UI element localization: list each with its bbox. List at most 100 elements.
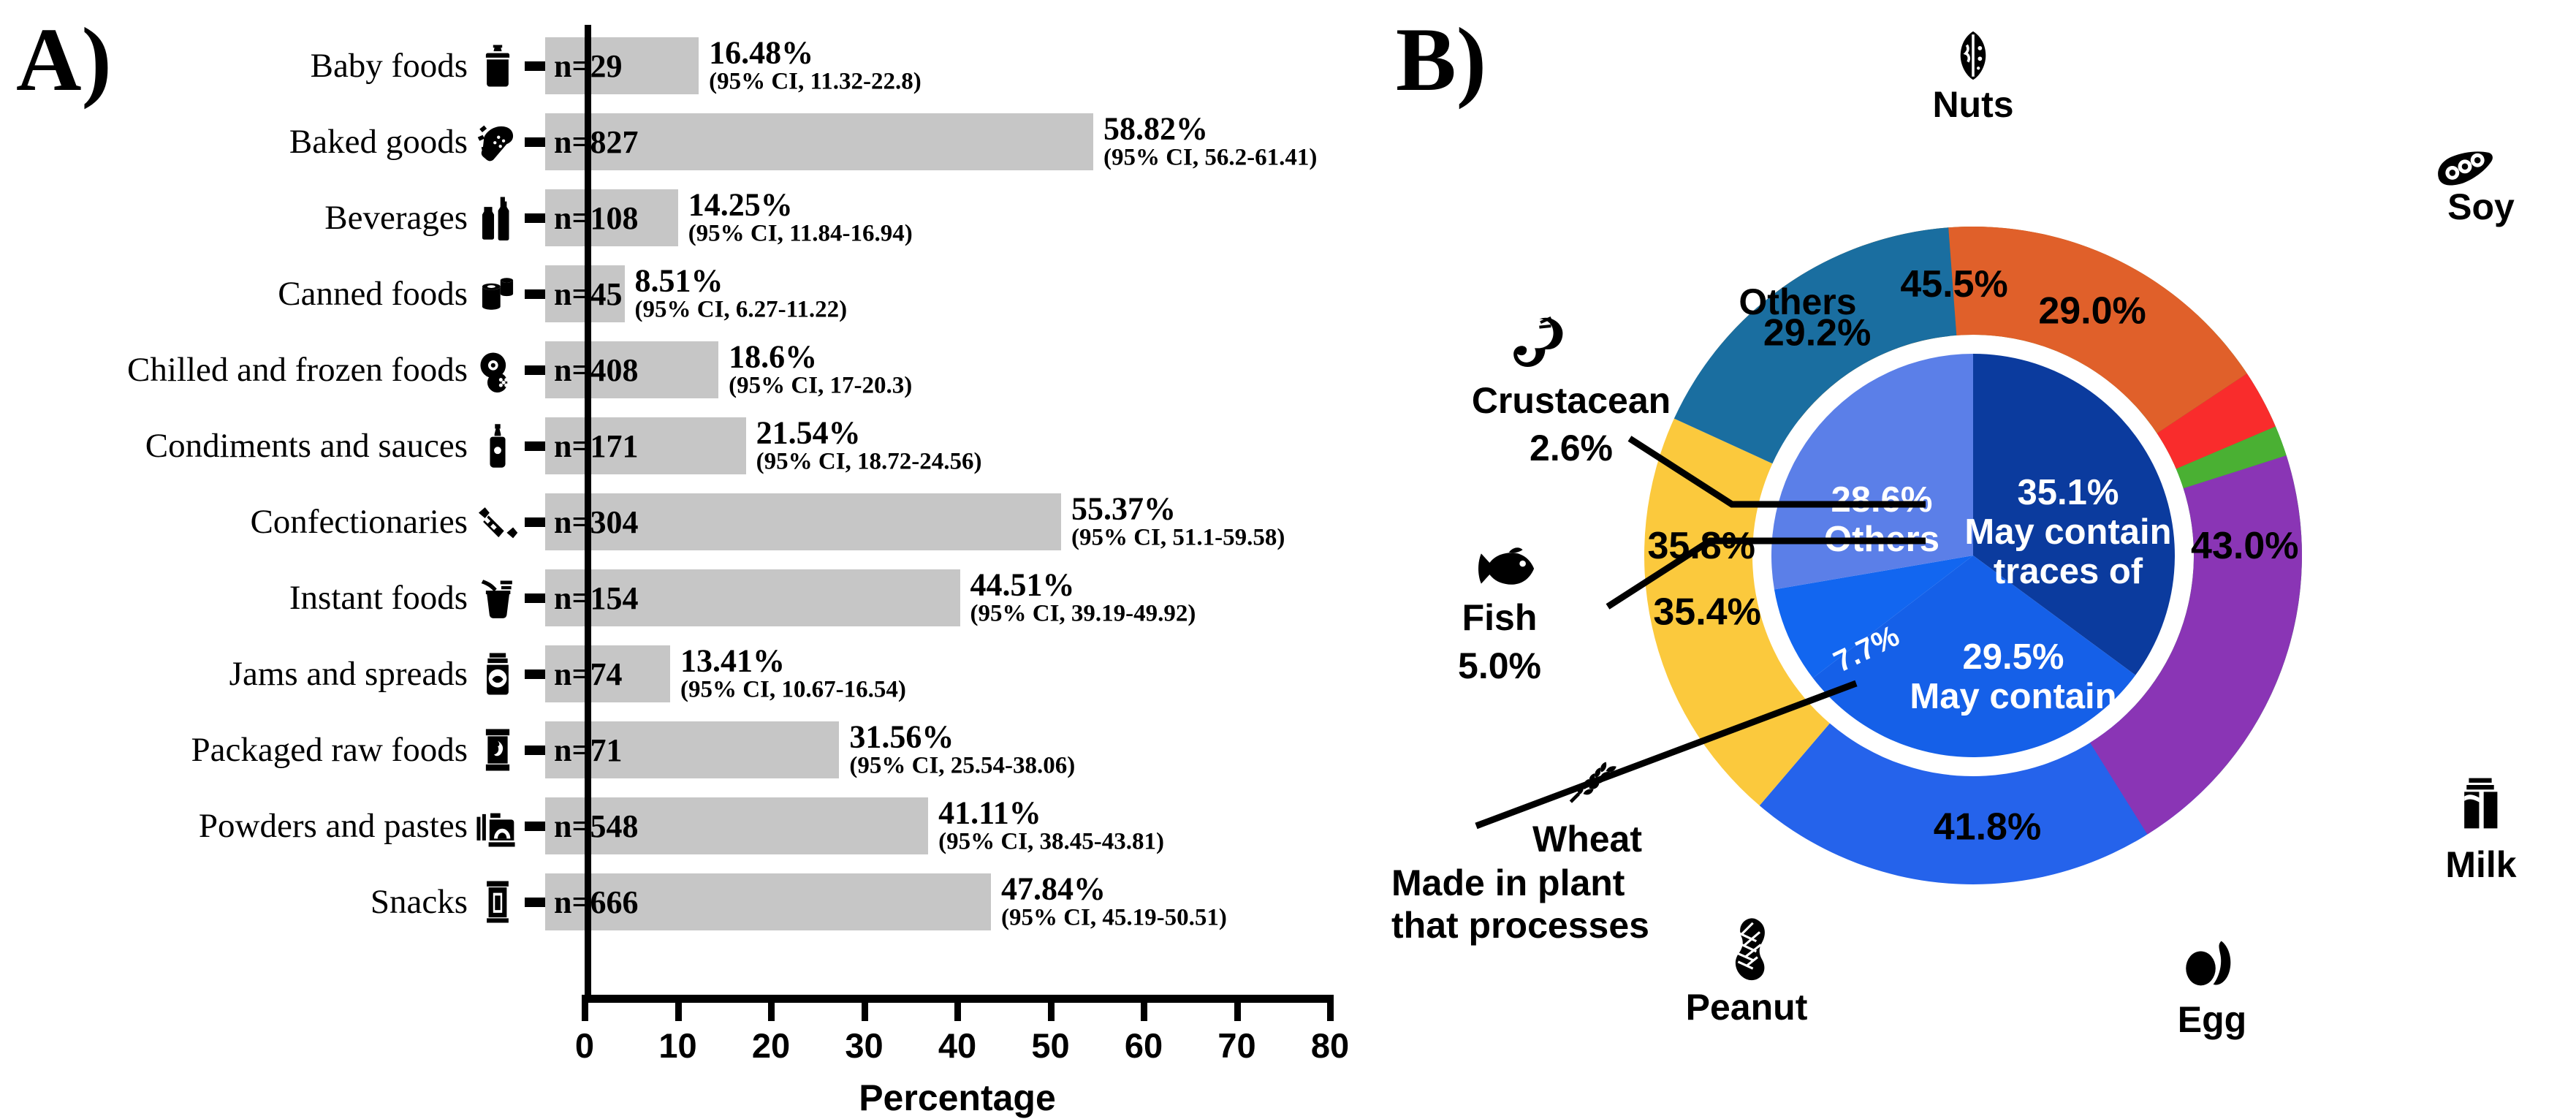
inner-slice-1[interactable] [1812,555,2136,757]
bar-value-annotation: 44.51%(95% CI, 39.19-49.92) [970,569,1196,627]
panel-a-label: A) [16,10,112,110]
bar-value-annotation: 47.84%(95% CI, 45.19-50.51) [1001,873,1227,931]
x-tick-label: 0 [574,1026,595,1065]
x-tick-label: 30 [845,1026,884,1065]
inner-pie-group [1771,354,2175,757]
y-tick-mark [525,365,545,375]
bar-value-annotation: 31.56%(95% CI, 25.54-38.06) [849,721,1075,779]
x-tick-mark [861,995,868,1021]
bar-count-label: n=45 [545,276,623,313]
ring-percent-milk: 41.8% [1934,805,2041,848]
bar-count-label: n=29 [545,48,623,85]
bread-icon [475,119,520,164]
inner-slice-0[interactable] [1973,354,2175,675]
ring-percent-wheat: 29.0% [2038,290,2146,333]
bar-category-label: Baked goods [289,123,468,161]
bar-plot-area: n=154 44.51%(95% CI, 39.19-49.92) [545,560,1388,636]
allergen-label-others: Others [1739,281,1856,322]
allergen-label-nuts: Nuts [1932,84,2013,125]
x-tick-label: 60 [1124,1026,1163,1065]
x-tick-mark [582,995,588,1021]
y-tick-mark [525,289,545,299]
bar-plot-area: n=458.51%(95% CI, 6.27-11.22) [545,256,1388,332]
bar: n=154 [545,569,960,626]
bar-category-label: Packaged raw foods [191,731,468,769]
bar-percent-label: 47.84% [1000,870,1106,907]
snack-pack-icon [475,879,520,925]
panel-b-donut-chart: B) 45.5%43.0%41.8%35.4%29.2%35.8%29.0%35… [1388,0,2576,1109]
bar-category-label: Baby foods [310,47,468,85]
bar-count-label: n=408 [554,352,639,388]
allergen-label-fish: Fish [1462,597,1538,638]
bar-value-annotation: 55.37%(95% CI, 51.1-59.58) [1071,493,1285,551]
bar-count-label: n=548 [554,808,639,844]
ring-percent-soy: 43.0% [2191,525,2298,567]
bar-row: Jams and spreadsn=7413.41%(95% CI, 10.67… [0,636,1388,712]
bar-percent-label: 31.56% [849,718,954,755]
allergen-label-milk: Milk [2445,844,2516,885]
bar-percent-label: 41.11% [938,794,1041,831]
bar-value-annotation: 21.54%(95% CI, 18.72-24.56) [756,417,982,475]
bar-category-label: Powders and pastes [198,807,468,845]
donut-chart-svg: 45.5%43.0%41.8%35.4%29.2%35.8%29.0%35.1%… [1391,31,2517,1040]
x-tick-label: 10 [658,1026,697,1065]
sauce-bottle-icon [475,423,520,469]
inner-slice-2[interactable] [1774,555,1973,678]
y-tick-mark [525,669,545,679]
ring-percent-egg: 35.4% [1653,591,1760,633]
bar-ci-label: (95% CI, 56.2-61.41) [1103,144,1318,171]
y-tick-mark [525,897,545,907]
bar: n=74 [545,645,670,702]
ring-slice-peanut[interactable] [1673,227,1957,464]
raw-food-pack-icon [475,727,520,773]
bar-row: Powders and pastes n=548 41.11%(95% CI, 38… [0,788,1388,864]
x-tick-mark [1234,995,1241,1021]
bar-count-label: n=154 [554,580,639,616]
bar-count-label: n=304 [554,504,639,540]
ring-slice-wheat[interactable] [1948,227,2247,433]
allergen-label-wheat: Wheat [1532,819,1642,860]
inner-label-others: 28.6%Others [1824,480,1939,559]
allergen-label-crustacean: Crustacean [1472,380,1671,421]
fish-icon [1478,547,1535,585]
bar-row: Baked goods n=827 58.82%(95% CI, 56.2-61.4… [0,104,1388,180]
bar: n=408 [545,341,719,398]
x-tick-mark [1327,995,1334,1021]
bar-ci-label: (95% CI, 45.19-50.51) [1000,904,1227,931]
y-tick-mark [525,821,545,831]
x-tick-label: 80 [1310,1026,1350,1065]
bar-ci-label: (95% CI, 38.45-43.81) [938,828,1165,855]
bar-percent-label: 8.51% [634,262,723,299]
bar-percent-label: 13.41% [680,642,785,679]
bar-plot-area: n=827 58.82%(95% CI, 56.2-61.41) [545,104,1388,180]
soy-pod-icon [2438,151,2493,186]
bar-count-label: n=666 [554,884,639,920]
x-tick-mark [954,995,961,1021]
ring-slice-crustacean[interactable] [2176,426,2287,489]
bar-percent-label: 58.82% [1103,110,1208,147]
ring-slice-others[interactable] [2090,455,2302,835]
bar-count-label: n=827 [554,124,639,160]
peanut-icon [1735,918,1765,981]
nut-icon [1960,31,1986,80]
fish-leader-line [1606,537,1926,610]
made-in-plant-leader-line [1475,680,1858,830]
ring-slice-fish[interactable] [2157,373,2276,469]
egg-icon [2186,941,2231,986]
bar-plot-area: n=548 41.11%(95% CI, 38.45-43.81) [545,788,1388,864]
bar-percent-label: 21.54% [756,414,861,451]
allergen-label-peanut: Peanut [1686,987,1808,1028]
x-tick-label: 50 [1031,1026,1070,1065]
powder-pack-icon [475,803,520,849]
bar-ci-label: (95% CI, 17-20.3) [729,372,913,399]
inner-slice-3[interactable] [1771,354,1973,590]
allergen-label-egg: Egg [2178,999,2246,1040]
bar-ci-label: (95% CI, 18.72-24.56) [756,448,982,475]
